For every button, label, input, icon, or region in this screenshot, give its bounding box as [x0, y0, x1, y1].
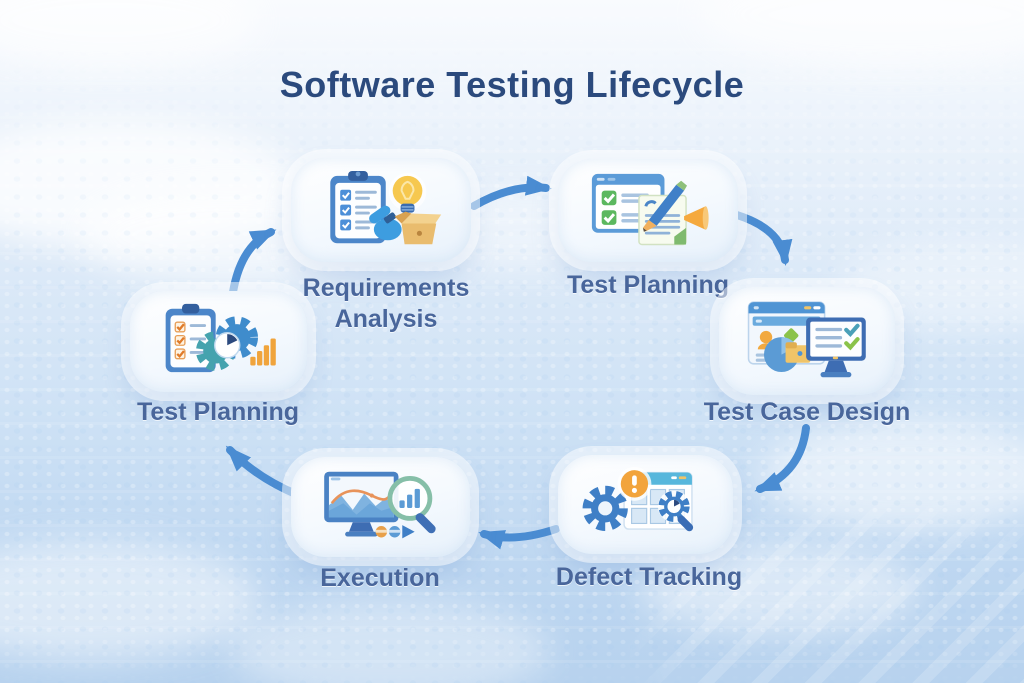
test-planning-icon [592, 174, 709, 246]
cloud-decoration [0, 540, 260, 660]
stage-card-test-case-design [719, 287, 895, 395]
stage-label-execution: Execution [320, 564, 440, 592]
arrow-requirements-to-testplanning [470, 175, 552, 210]
arrow-defecttracking-to-execution [478, 525, 560, 550]
arrow-testplanningleft-to-requirements [229, 228, 277, 296]
test-planning-gears-icon [165, 303, 276, 373]
stage-label-test-planning-top: Test Planning [566, 271, 730, 299]
cloud-decoration [760, 420, 1024, 530]
cloud-decoration [700, 0, 1024, 70]
requirements-analysis-icon [330, 171, 442, 245]
test-case-design-icon [747, 301, 866, 377]
cloud-decoration [230, 600, 550, 683]
stage-label-test-case-design: Test Case Design [703, 398, 911, 426]
defect-tracking-icon [582, 466, 693, 532]
cloud-decoration [0, 0, 260, 70]
arrow-execution-to-testplanningleft [225, 445, 302, 499]
arrow-testcasedesign-to-defecttracking [754, 424, 810, 493]
stage-label-defect-tracking: Defect Tracking [555, 563, 743, 591]
stage-label-test-planning-left: Test Planning [136, 398, 300, 426]
cloud-decoration [0, 120, 300, 250]
stage-card-test-planning-top [558, 159, 738, 262]
stage-card-execution [291, 457, 470, 557]
execution-icon [324, 471, 436, 539]
stage-card-requirements-analysis [291, 158, 471, 262]
stage-card-test-planning-left [130, 291, 307, 392]
stage-card-defect-tracking [558, 455, 733, 554]
stage-label-requirements-analysis: Requirements Analysis [302, 274, 470, 334]
page-title: Software Testing Lifecycle [279, 64, 745, 105]
arrow-testplanning-to-testcasedesign [733, 211, 793, 266]
